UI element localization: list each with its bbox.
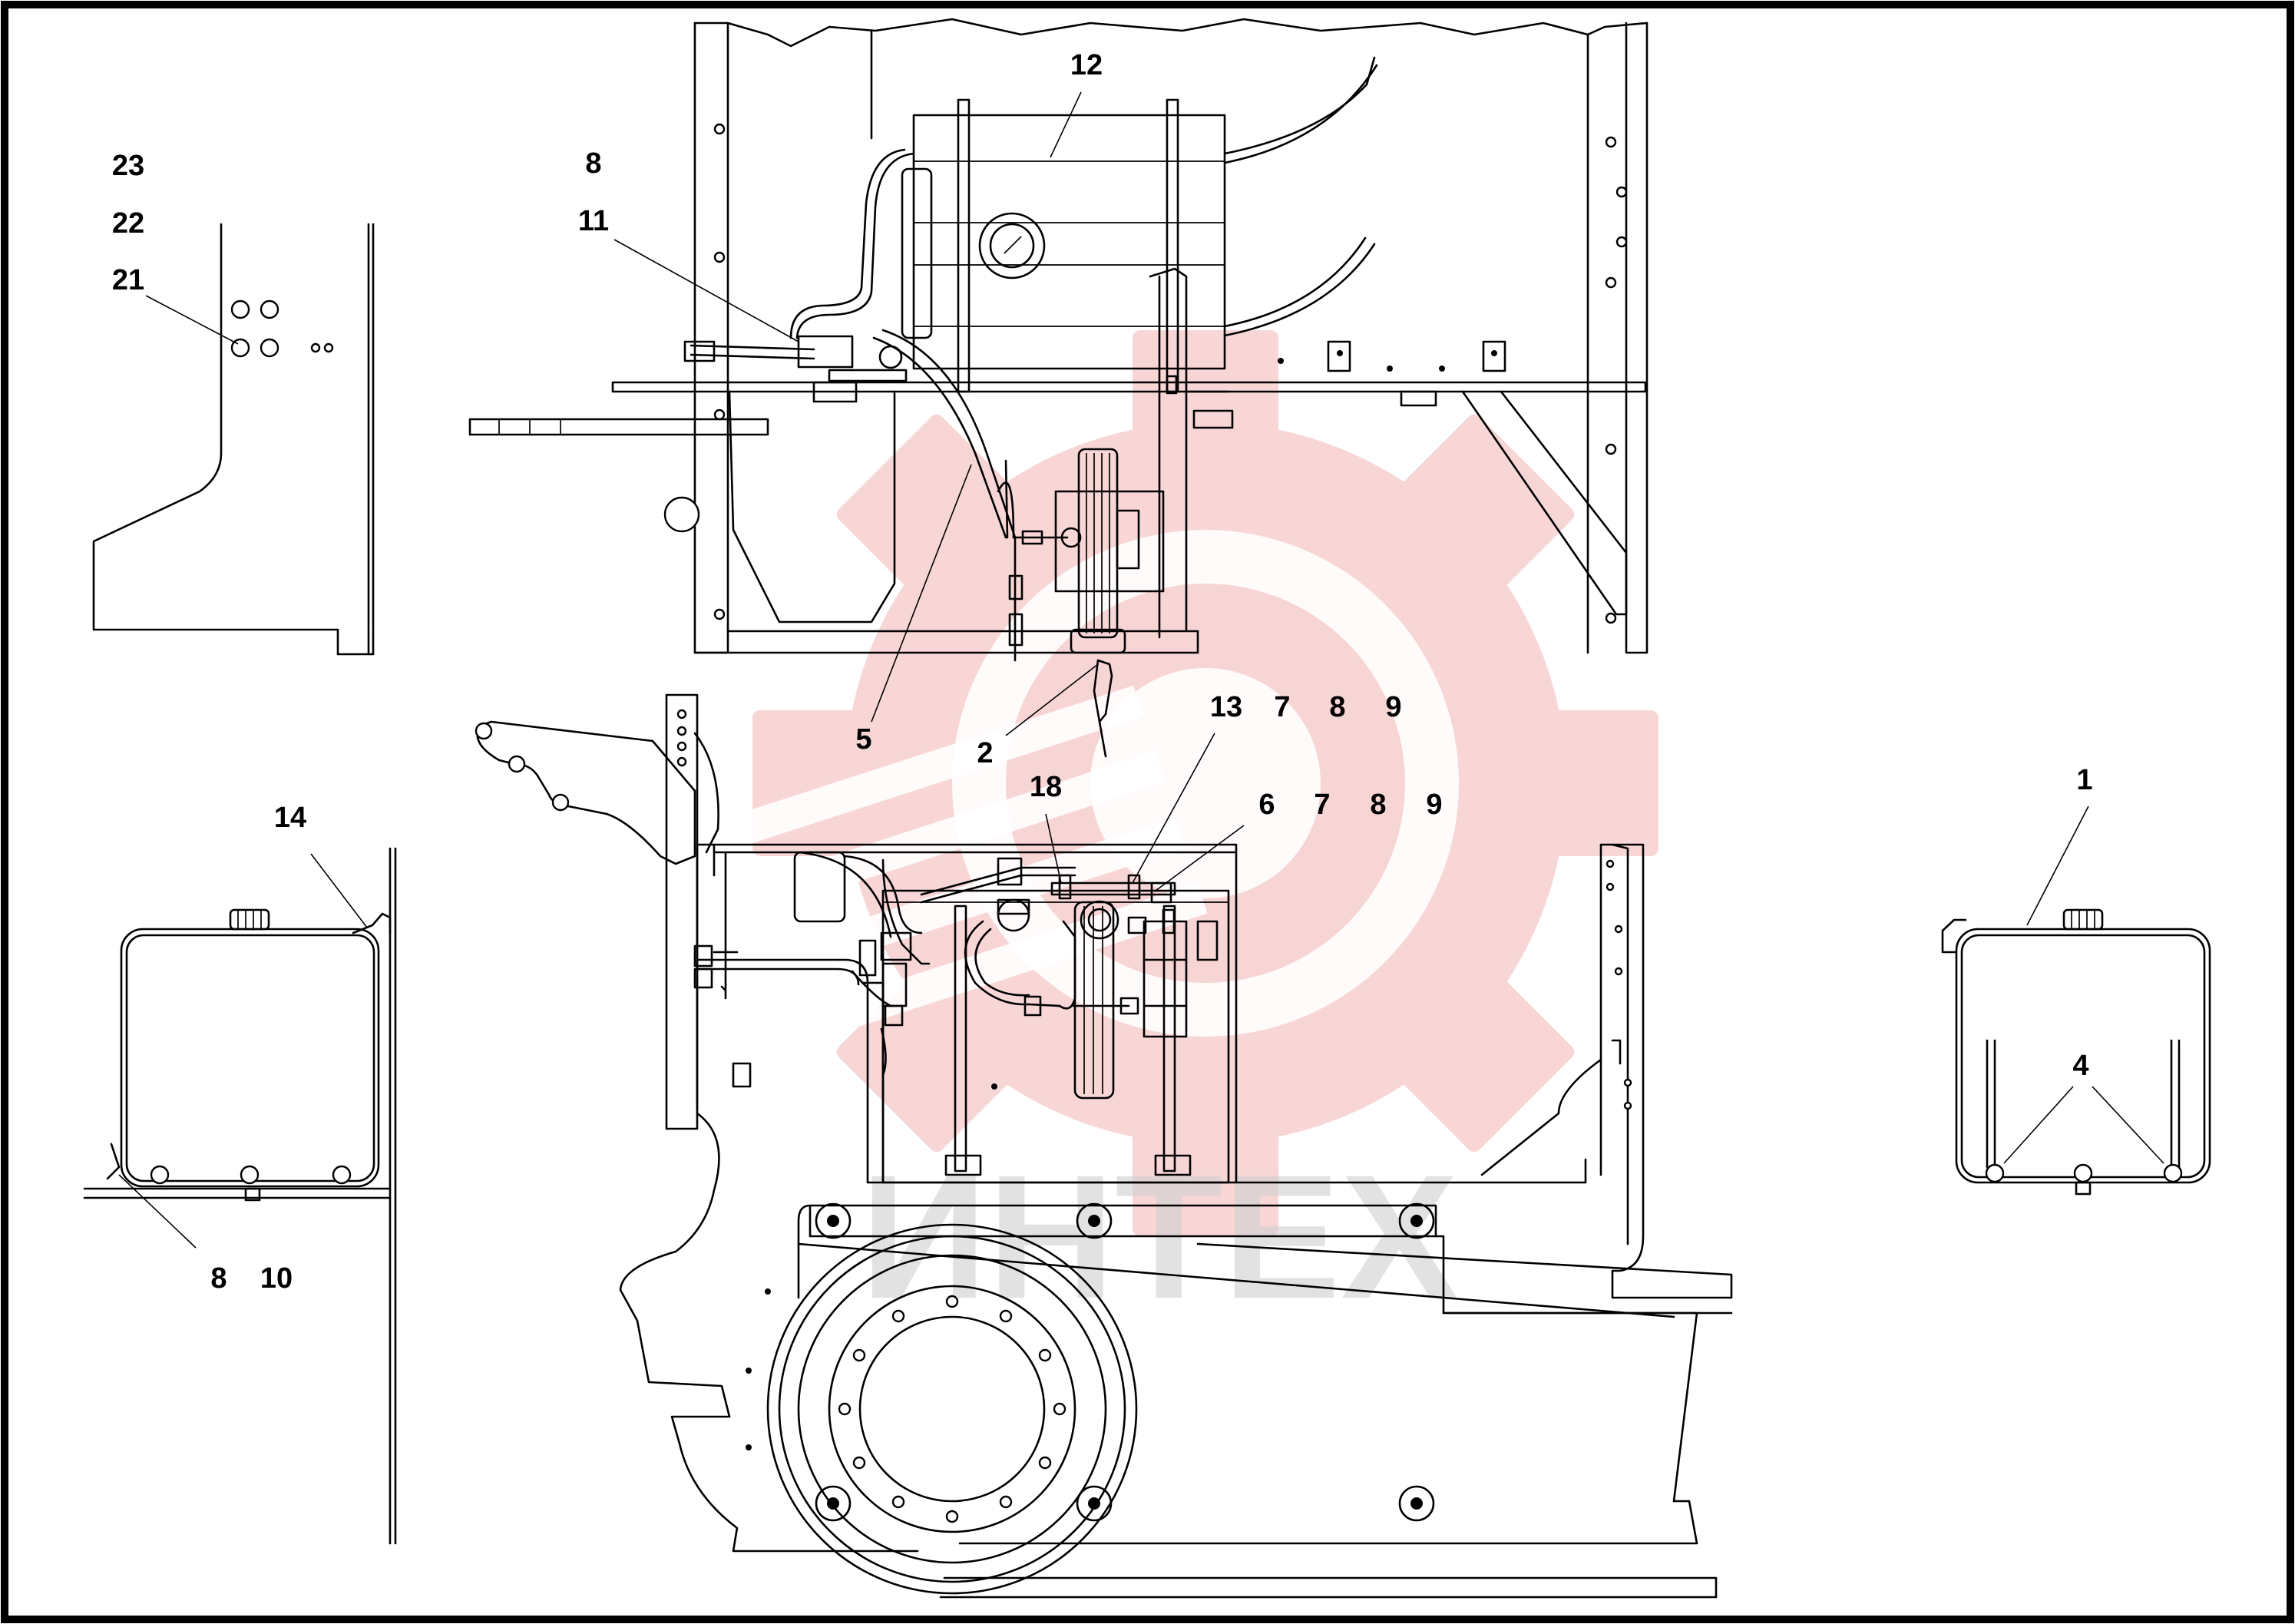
callout-labels: 23 22 21 8 11 12 5 2 13 7 8 9 18 6 7 8 9… bbox=[112, 49, 2093, 1295]
callout-label: 11 bbox=[578, 205, 609, 237]
callout-label: 13 bbox=[1210, 691, 1242, 723]
callout-label: 12 bbox=[1070, 49, 1103, 81]
leader-lines bbox=[118, 91, 2164, 1249]
hoses-top bbox=[683, 56, 1378, 539]
tank-side-view bbox=[1941, 908, 2211, 1196]
top-view-frame bbox=[468, 18, 1648, 654]
filter-and-hoses-side bbox=[693, 843, 1076, 1077]
hose-reel-top bbox=[997, 267, 1234, 758]
callout-label: 1 bbox=[2076, 764, 2092, 796]
callout-label: 8 bbox=[1329, 691, 1345, 723]
callout-label: 8 bbox=[1370, 789, 1386, 821]
callout-label: 7 bbox=[1314, 789, 1330, 821]
callout-label: 6 bbox=[1258, 789, 1275, 821]
callout-label: 2 bbox=[977, 737, 993, 769]
callout-label: 10 bbox=[260, 1262, 293, 1295]
callout-label: 5 bbox=[855, 723, 871, 756]
callout-label: 8 bbox=[210, 1262, 227, 1295]
callout-label: 21 bbox=[112, 264, 144, 296]
hose-reel-side bbox=[1023, 874, 1219, 1100]
callout-label: 9 bbox=[1385, 691, 1401, 723]
callout-label: 7 bbox=[1274, 691, 1290, 723]
tank-front-view bbox=[83, 847, 397, 1545]
callout-label: 8 bbox=[585, 147, 601, 180]
callout-label: 9 bbox=[1426, 789, 1442, 821]
watermark-gear-logo: ИНТЕХ bbox=[695, 330, 1658, 1335]
callout-label: 18 bbox=[1030, 771, 1062, 803]
side-plate-detail bbox=[92, 223, 375, 656]
machine-side-view bbox=[475, 693, 1733, 1599]
callout-label: 22 bbox=[112, 207, 144, 240]
callout-label: 4 bbox=[2072, 1050, 2088, 1082]
callout-label: 14 bbox=[274, 802, 306, 834]
callout-label: 23 bbox=[112, 150, 144, 182]
fuel-tank-top bbox=[901, 98, 1226, 393]
